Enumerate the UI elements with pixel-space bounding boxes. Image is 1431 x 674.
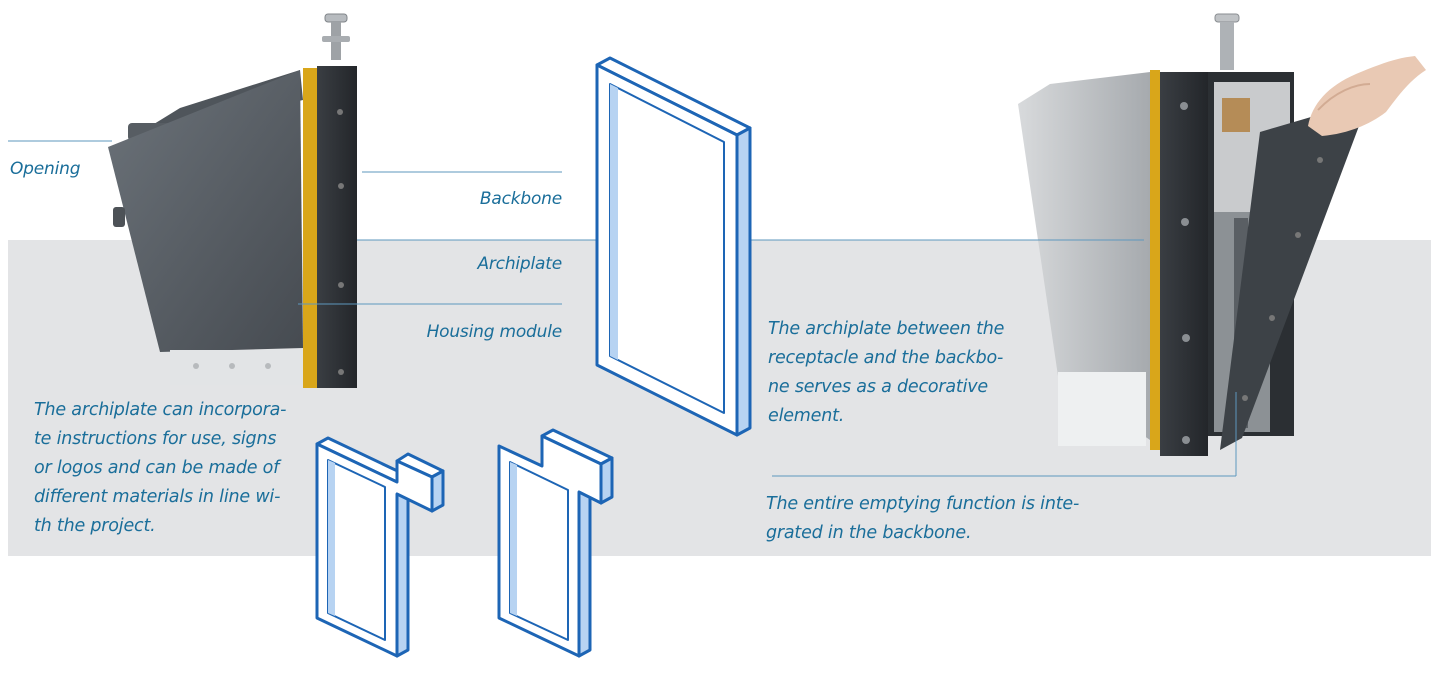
label-archiplate: Archiplate	[477, 254, 562, 274]
caption-archiplate-materials: The archiplate can incorpora- te instruc…	[34, 400, 287, 536]
label-housing-module: Housing module	[426, 322, 563, 342]
right-waste-bin-photo	[1018, 13, 1426, 456]
label-opening: Opening	[10, 159, 81, 179]
archiplate-frame-small-right	[497, 428, 614, 658]
caption-archiplate-decorative: The archiplate between the receptacle an…	[768, 319, 1005, 426]
caption-emptying-function: The entire emptying function is inte- gr…	[766, 494, 1080, 543]
left-waste-bin-photo	[108, 13, 357, 388]
archiplate-frame-small-left	[315, 436, 445, 658]
label-backbone: Backbone	[479, 189, 562, 209]
archiplate-frame-large	[595, 56, 752, 437]
housing-module	[108, 70, 303, 352]
archiplate-strip	[303, 68, 317, 388]
backbone-column	[317, 66, 357, 388]
